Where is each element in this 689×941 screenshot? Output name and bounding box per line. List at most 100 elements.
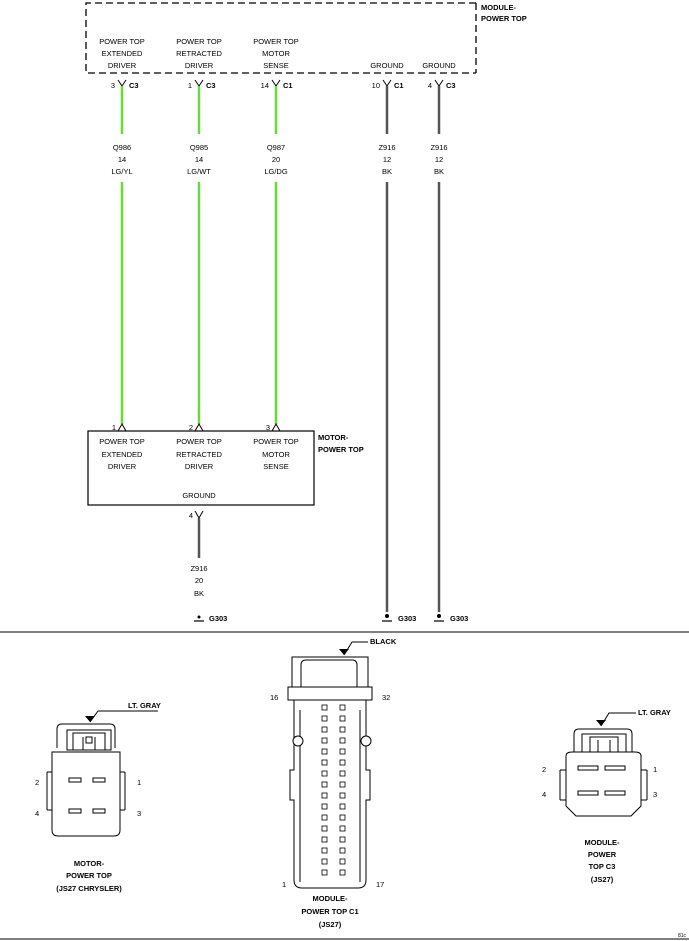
module-pin-label-3: POWER TOP MOTOR SENSE — [253, 37, 299, 70]
connector-c1-cavity — [321, 715, 328, 722]
connector-c1-cavity — [321, 814, 328, 821]
svg-text:POWER TOP: POWER TOP — [176, 37, 222, 46]
motor-pin-label-1: POWER TOP EXTENDED DRIVER — [99, 437, 145, 471]
connector-c1-cavity — [321, 803, 328, 810]
connector-c3-pin-3: 3 — [653, 790, 657, 799]
connector-c1-cavity — [339, 715, 346, 722]
svg-text:Q987: Q987 — [267, 143, 285, 152]
connector-c1-cavity — [321, 869, 328, 876]
module-pin-label-4: GROUND — [370, 61, 404, 70]
svg-text:POWER TOP: POWER TOP — [253, 437, 299, 446]
module-pin-label-1: POWER TOP EXTENDED DRIVER — [99, 37, 145, 70]
connector-motor-pin-2: 2 — [35, 778, 39, 787]
connector-c3-caption-2: POWER — [588, 850, 617, 859]
module-connector-4: C1 — [394, 81, 404, 90]
connector-c3-pin-2: 2 — [542, 765, 546, 774]
svg-text:BK: BK — [434, 167, 444, 176]
connector-c1-cavity — [339, 825, 346, 832]
svg-text:G303: G303 — [450, 614, 468, 623]
svg-text:DRIVER: DRIVER — [185, 462, 214, 471]
connector-c1-cavity — [339, 792, 346, 799]
connector-c1-pin-17: 17 — [376, 880, 384, 889]
connector-c1-cavity — [321, 781, 328, 788]
svg-text:G303: G303 — [209, 614, 227, 623]
module-pin-number-4: 10 — [372, 81, 380, 90]
svg-text:12: 12 — [435, 155, 443, 164]
svg-text:POWER TOP: POWER TOP — [99, 437, 145, 446]
connector-c1-cavity — [321, 737, 328, 744]
svg-text:SENSE: SENSE — [263, 462, 288, 471]
connector-c1-cavity — [339, 803, 346, 810]
wire-label-z916-b: Z916 12 BK — [430, 143, 447, 176]
connector-c3-caption-4: (JS27) — [591, 875, 614, 884]
svg-text:12: 12 — [383, 155, 391, 164]
wire-label-z916-a: Z916 12 BK — [378, 143, 395, 176]
ground-g303-motor: G303 — [194, 614, 227, 623]
connector-c3-pin-4: 4 — [542, 790, 546, 799]
svg-text:DRIVER: DRIVER — [108, 61, 137, 70]
connector-c1-cavity — [339, 836, 346, 843]
module-connector-5: C3 — [446, 81, 456, 90]
connector-c1-cavity — [339, 814, 346, 821]
connector-view-module-c3: LT. GRAY 2 1 4 3 MODULE- POWER TOP C3 (J… — [542, 708, 671, 884]
motor-pin-label-2: POWER TOP RETRACTED DRIVER — [176, 437, 222, 471]
svg-text:MOTOR: MOTOR — [262, 49, 290, 58]
connector-c1-caption-3: (JS27) — [319, 920, 342, 929]
svg-text:EXTENDED: EXTENDED — [102, 49, 143, 58]
connector-motor-caption-1: MOTOR- — [74, 859, 105, 868]
ground-g303-a: G303 — [382, 614, 416, 623]
svg-text:POWER TOP: POWER TOP — [176, 437, 222, 446]
motor-pin-1: 1 — [112, 423, 116, 432]
connector-motor-caption-3: (JS27 CHRYSLER) — [56, 884, 122, 893]
svg-text:Z916: Z916 — [378, 143, 395, 152]
wire-label-z916-motor: Z916 20 BK — [190, 564, 207, 598]
connector-c1-pin-16: 16 — [270, 693, 278, 702]
wire-label-q987: Q987 20 LG/DG — [264, 143, 288, 176]
connector-c3-pin-1: 1 — [653, 765, 657, 774]
svg-text:MOTOR: MOTOR — [262, 450, 290, 459]
motor-box — [87, 430, 315, 506]
svg-text:DRIVER: DRIVER — [185, 61, 214, 70]
module-connector-2: C3 — [206, 81, 216, 90]
module-pin-number-5: 4 — [428, 81, 432, 90]
connector-view-module-c1: BLACK 16 32 1 17 MODULE- POWER TOP C1 (J… — [270, 637, 397, 929]
module-pin-label-2: POWER TOP RETRACTED DRIVER — [176, 37, 222, 70]
connector-motor-pin-1: 1 — [137, 778, 141, 787]
connector-c1-cavity — [321, 847, 328, 854]
module-pin-number-1: 3 — [111, 81, 115, 90]
connector-c1-pin-32: 32 — [382, 693, 390, 702]
connector-c1-cavity — [339, 759, 346, 766]
svg-text:GROUND: GROUND — [370, 61, 404, 70]
motor-power-top: 1 2 3 MOTOR- POWER TOP POWER TOP EXTENDE… — [87, 422, 364, 598]
connector-c1-cavity — [339, 770, 346, 777]
connector-motor-pin-4: 4 — [35, 809, 39, 818]
svg-text:Z916: Z916 — [190, 564, 207, 573]
motor-ground-pin: 4 — [189, 511, 193, 520]
connector-c1-cavity — [321, 759, 328, 766]
svg-text:14: 14 — [118, 155, 126, 164]
connector-c1-pin-1: 1 — [282, 880, 286, 889]
svg-text:RETRACTED: RETRACTED — [176, 49, 222, 58]
svg-text:20: 20 — [195, 576, 203, 585]
connector-motor-color: LT. GRAY — [128, 701, 161, 710]
svg-text:RETRACTED: RETRACTED — [176, 450, 222, 459]
svg-text:20: 20 — [272, 155, 280, 164]
motor-title-line-2: POWER TOP — [318, 445, 364, 454]
motor-ground-label: GROUND — [182, 491, 216, 500]
svg-text:DRIVER: DRIVER — [108, 462, 137, 471]
connector-c1-cavity — [321, 704, 328, 711]
module-title-line-1: MODULE- — [481, 3, 516, 12]
connector-c3-caption-1: MODULE- — [585, 838, 620, 847]
svg-text:Q985: Q985 — [190, 143, 208, 152]
connector-c1-cavity — [321, 836, 328, 843]
connector-c1-cavity — [339, 847, 346, 854]
svg-text:SENSE: SENSE — [263, 61, 288, 70]
svg-text:G303: G303 — [398, 614, 416, 623]
connector-c1-cavity — [321, 726, 328, 733]
ground-g303-b: G303 — [434, 614, 468, 623]
motor-pin-3: 3 — [266, 423, 270, 432]
svg-text:LG/DG: LG/DG — [264, 167, 288, 176]
motor-terminals — [117, 422, 281, 432]
connector-c3-caption-3: TOP C3 — [589, 862, 616, 871]
module-pin-number-3: 14 — [261, 81, 269, 90]
